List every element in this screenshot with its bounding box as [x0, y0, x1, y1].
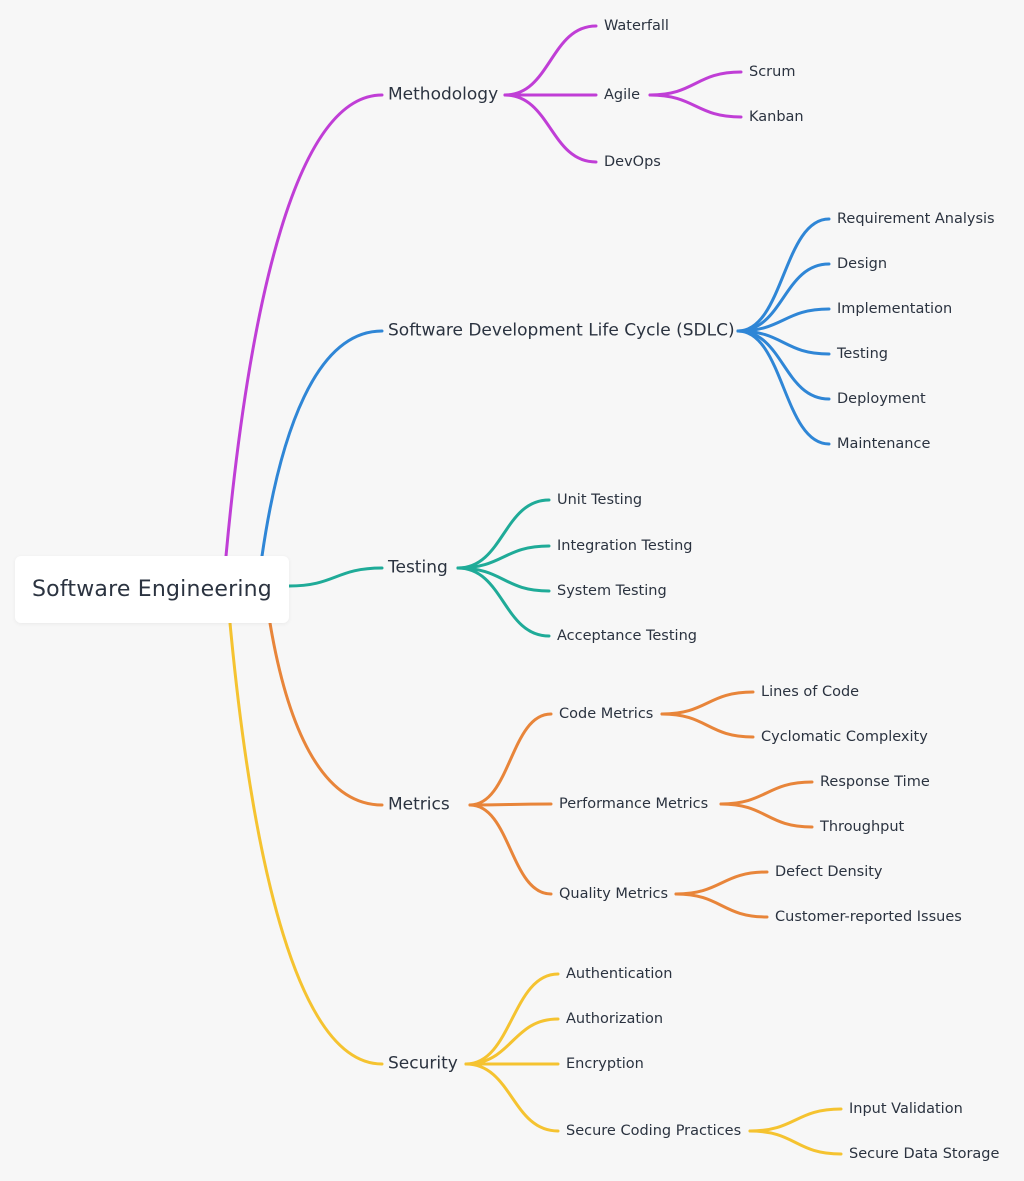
- connector-testing-child-3: [456, 566, 551, 638]
- node-metrics[interactable]: Metrics: [388, 794, 450, 815]
- node-throughput[interactable]: Throughput: [820, 818, 905, 835]
- node-secure-coding-practices[interactable]: Secure Coding Practices: [566, 1122, 742, 1139]
- connector-quality-defect: [674, 870, 769, 896]
- node-testing[interactable]: Testing: [388, 557, 448, 578]
- connector-sdlc-child-0: [736, 217, 831, 333]
- node-performance-metrics[interactable]: Performance Metrics: [559, 795, 709, 812]
- connector-security-child-0: [464, 972, 560, 1066]
- connector-root-methodology: [224, 93, 384, 558]
- node-input-validation[interactable]: Input Validation: [849, 1100, 963, 1117]
- node-scrum[interactable]: Scrum: [749, 63, 796, 80]
- node-response-time[interactable]: Response Time: [820, 773, 930, 790]
- connector-root-testing: [287, 566, 384, 588]
- node-encryption[interactable]: Encryption: [566, 1055, 644, 1072]
- connector-metrics-performance: [468, 802, 553, 807]
- connector-agile-kanban: [648, 93, 743, 119]
- connector-coding-storage: [748, 1129, 843, 1156]
- node-maintenance[interactable]: Maintenance: [837, 435, 931, 452]
- connector-root-metrics: [268, 621, 384, 807]
- node-lines-of-code[interactable]: Lines of Code: [761, 683, 860, 700]
- node-deployment[interactable]: Deployment: [837, 390, 926, 407]
- node-secure-data-storage[interactable]: Secure Data Storage: [849, 1145, 1000, 1162]
- node-devops[interactable]: DevOps: [604, 153, 661, 170]
- node-defect-density[interactable]: Defect Density: [775, 863, 883, 880]
- node-system-testing[interactable]: System Testing: [557, 582, 667, 599]
- connector-sdlc-child-1: [736, 262, 831, 333]
- node-authentication[interactable]: Authentication: [566, 965, 673, 982]
- root-node[interactable]: Software Engineering: [15, 556, 289, 623]
- node-implementation[interactable]: Implementation: [837, 300, 953, 317]
- connector-coding-input: [748, 1107, 843, 1133]
- connector-root-security: [228, 621, 384, 1066]
- node-customer-reported-issues[interactable]: Customer-reported Issues: [775, 908, 962, 925]
- connector-sdlc-child-5: [736, 329, 831, 446]
- node-agile[interactable]: Agile: [604, 86, 641, 103]
- connector-code-cyclomatic: [660, 712, 755, 739]
- node-code-metrics[interactable]: Code Metrics: [559, 705, 654, 722]
- node-quality-metrics[interactable]: Quality Metrics: [559, 885, 669, 902]
- node-unit-testing[interactable]: Unit Testing: [557, 491, 643, 508]
- node-waterfall[interactable]: Waterfall: [604, 17, 669, 34]
- node-integration-testing[interactable]: Integration Testing: [557, 537, 693, 554]
- node-authorization[interactable]: Authorization: [566, 1010, 664, 1027]
- connector-quality-customer: [674, 892, 769, 919]
- node-sdlc-testing[interactable]: Testing: [837, 345, 888, 362]
- node-kanban[interactable]: Kanban: [749, 108, 804, 125]
- connector-security-child-1: [464, 1017, 560, 1066]
- connector-security-child-3: [464, 1062, 560, 1133]
- connector-metrics-code: [468, 712, 553, 807]
- connector-testing-child-0: [456, 498, 551, 570]
- connector-code-loc: [660, 690, 755, 716]
- connector-root-sdlc: [260, 329, 384, 558]
- node-security[interactable]: Security: [388, 1053, 458, 1074]
- node-sdlc[interactable]: Software Development Life Cycle (SDLC): [388, 320, 735, 341]
- connector-methodology-waterfall: [503, 24, 598, 97]
- connector-agile-scrum: [648, 70, 743, 97]
- connector-metrics-quality: [468, 803, 553, 896]
- connector-perf-response: [719, 780, 814, 806]
- root-label: Software Engineering: [32, 577, 272, 602]
- connector-perf-throughput: [719, 802, 814, 829]
- connector-methodology-devops: [503, 93, 598, 164]
- node-requirement-analysis[interactable]: Requirement Analysis: [837, 210, 995, 227]
- node-cyclomatic-complexity[interactable]: Cyclomatic Complexity: [761, 728, 928, 745]
- node-design[interactable]: Design: [837, 255, 888, 272]
- node-acceptance-testing[interactable]: Acceptance Testing: [557, 627, 697, 644]
- node-methodology[interactable]: Methodology: [388, 84, 499, 105]
